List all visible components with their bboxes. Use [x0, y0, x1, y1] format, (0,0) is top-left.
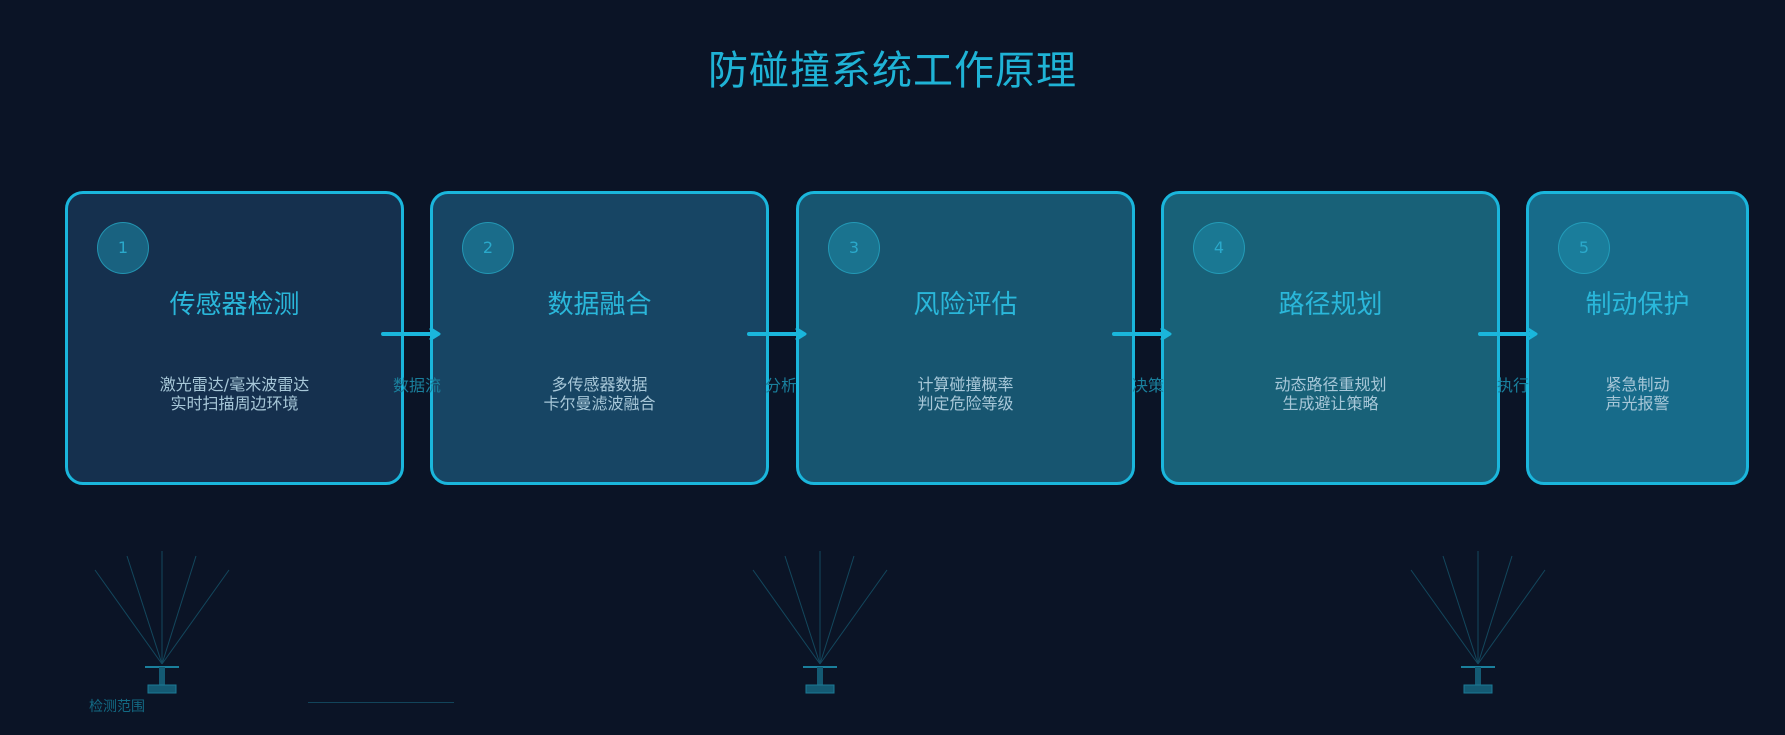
step-number-badge: 1	[97, 222, 149, 274]
flow-arrow-1	[381, 327, 441, 341]
step-description-line: 动态路径重规划	[1274, 375, 1387, 394]
step-card-1: 1 传感器检测 激光雷达/毫米波雷达 实时扫描周边环境	[65, 191, 404, 485]
step-card-5: 5 制动保护 紧急制动 声光报警	[1526, 191, 1749, 485]
step-description-line: 激光雷达/毫米波雷达	[159, 375, 310, 394]
step-title: 风险评估	[913, 290, 1018, 320]
step-title: 数据融合	[547, 290, 652, 320]
flow-arrow-label: 决策	[1132, 376, 1165, 395]
step-card-4: 4 路径规划 动态路径重规划 生成避让策略	[1161, 191, 1500, 485]
step-description-line: 紧急制动	[1605, 375, 1670, 394]
lidar-sensor-icon	[1410, 551, 1546, 694]
flow-arrow-label: 分析	[765, 376, 798, 395]
step-description-line: 声光报警	[1605, 394, 1670, 413]
step-title: 路径规划	[1278, 290, 1383, 320]
flow-arrow-3	[1112, 327, 1172, 341]
step-title: 传感器检测	[169, 290, 300, 320]
step-description-line: 实时扫描周边环境	[170, 394, 299, 413]
flow-arrow-label: 数据流	[393, 376, 442, 395]
step-number-badge: 4	[1193, 222, 1245, 274]
step-title: 制动保护	[1585, 290, 1690, 320]
diagram-title: 防碰撞系统工作原理	[708, 48, 1077, 94]
step-card-3: 3 风险评估 计算碰撞概率 判定危险等级	[796, 191, 1135, 485]
flow-arrow-4	[1478, 327, 1538, 341]
flow-arrow-label: 执行	[1497, 376, 1530, 395]
lidar-sensor-icon	[94, 551, 230, 694]
detection-range-line	[308, 702, 454, 703]
step-description: 计算碰撞概率 判定危险等级	[799, 375, 1132, 413]
step-description-line: 多传感器数据	[551, 375, 648, 394]
flow-arrow-2	[747, 327, 807, 341]
detection-range-label: 检测范围	[89, 699, 145, 715]
step-description-line: 卡尔曼滤波融合	[543, 394, 656, 413]
step-number-badge: 2	[462, 222, 514, 274]
step-number-badge: 3	[828, 222, 880, 274]
step-description: 激光雷达/毫米波雷达 实时扫描周边环境	[68, 375, 401, 413]
step-description: 紧急制动 声光报警	[1529, 375, 1746, 413]
step-description: 动态路径重规划 生成避让策略	[1164, 375, 1497, 413]
step-description: 多传感器数据 卡尔曼滤波融合	[433, 375, 766, 413]
step-description-line: 判定危险等级	[917, 394, 1014, 413]
lidar-sensor-icon	[752, 551, 888, 694]
step-description-line: 计算碰撞概率	[917, 375, 1014, 394]
step-card-2: 2 数据融合 多传感器数据 卡尔曼滤波融合	[430, 191, 769, 485]
step-description-line: 生成避让策略	[1282, 394, 1379, 413]
step-number-badge: 5	[1558, 222, 1610, 274]
